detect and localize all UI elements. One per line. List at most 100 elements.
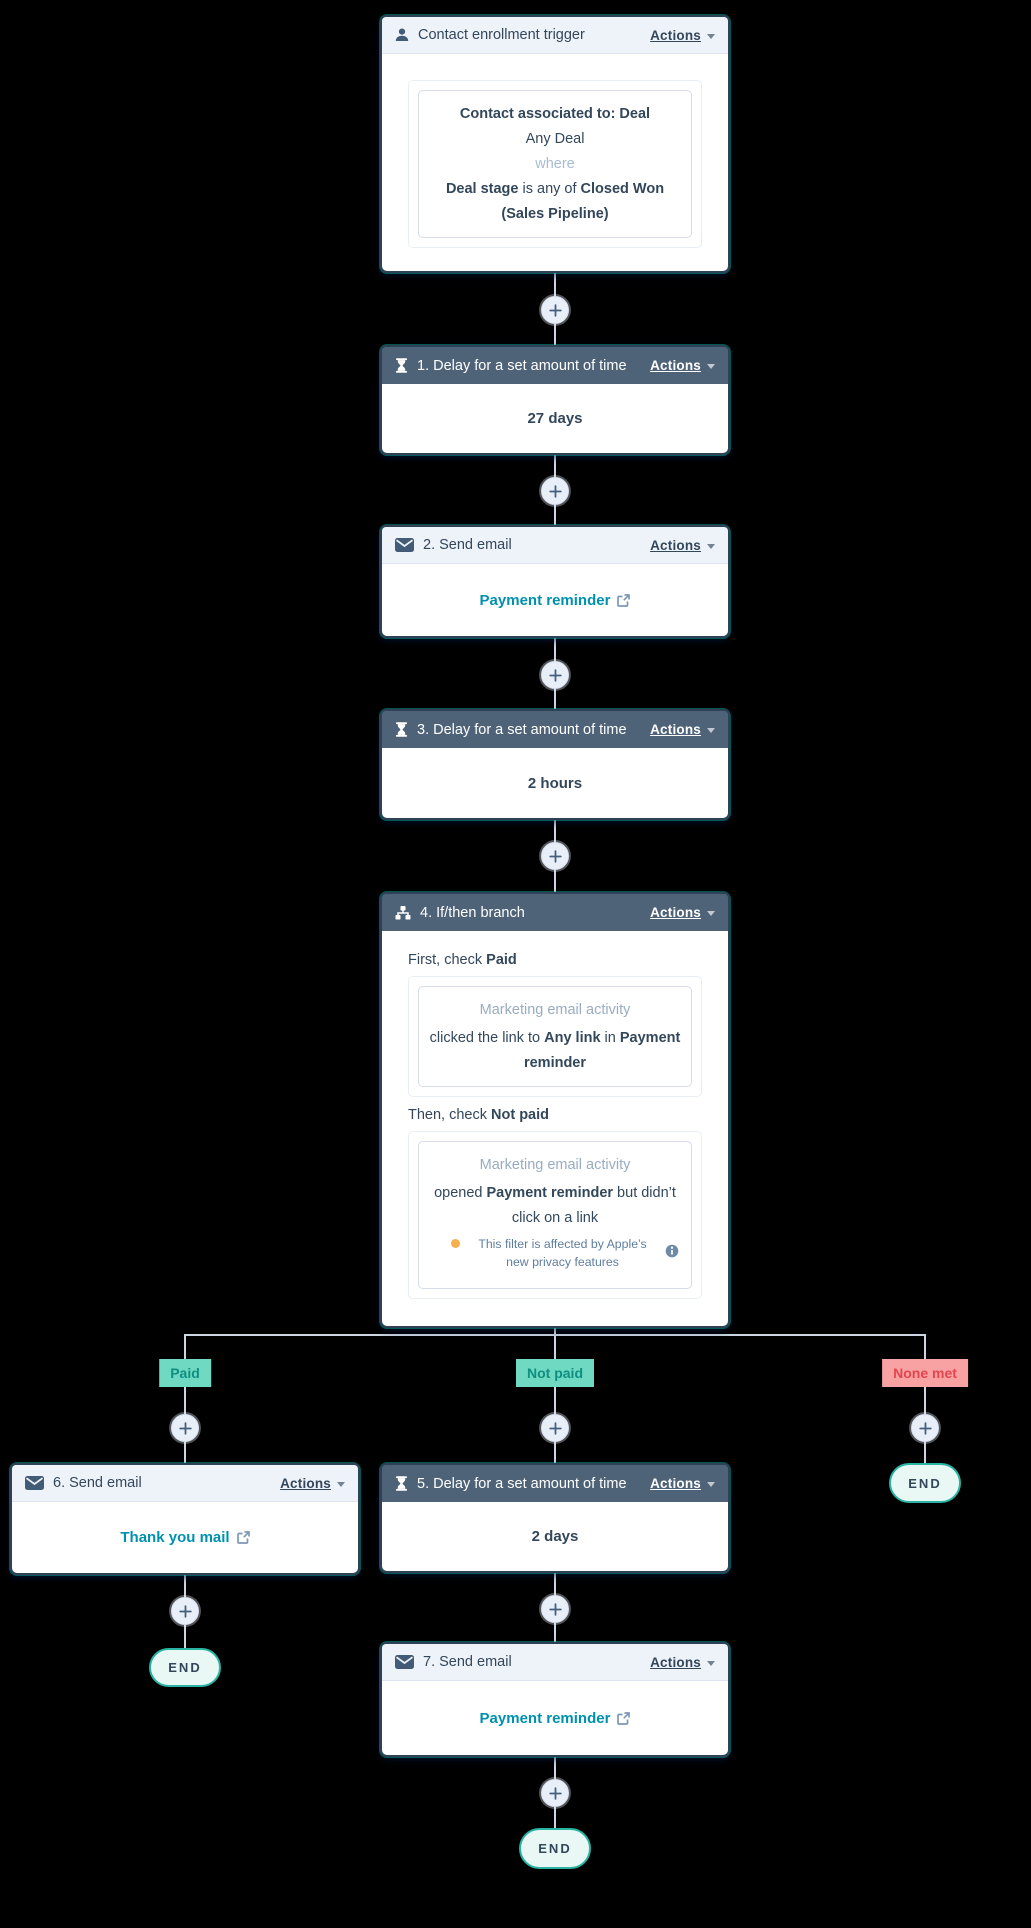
plus-icon	[918, 1421, 932, 1435]
email2-actions-button[interactable]: Actions	[650, 538, 715, 553]
end-node: END	[889, 1463, 961, 1503]
email6-actions-button[interactable]: Actions	[280, 1476, 345, 1491]
branch-label-not-paid: Not paid	[516, 1359, 594, 1387]
condition-source: Marketing email activity	[479, 1002, 631, 1018]
email7-actions-button[interactable]: Actions	[650, 1655, 715, 1670]
email7-card-title: 7. Send email	[423, 1654, 512, 1670]
delay1-card-header: 1. Delay for a set amount of time Action…	[382, 347, 728, 384]
plus-icon	[178, 1421, 192, 1435]
delay3-actions-button[interactable]: Actions	[650, 722, 715, 737]
info-icon[interactable]	[665, 1244, 679, 1258]
chevron-down-icon	[707, 364, 715, 369]
email2-card-header: 2. Send email Actions	[382, 527, 728, 564]
email-icon	[395, 538, 414, 552]
hourglass-icon	[395, 1476, 408, 1491]
branch4-condition1-box: Marketing email activity clicked the lin…	[408, 976, 702, 1097]
plus-icon	[548, 849, 562, 863]
card-send-email-2[interactable]: 2. Send email Actions Payment reminder	[380, 525, 730, 638]
condition-text: opened Payment reminder but didn’t click…	[434, 1185, 676, 1226]
delay1-actions-button[interactable]: Actions	[650, 358, 715, 373]
trigger-actions-button[interactable]: Actions	[650, 28, 715, 43]
card-delay-1[interactable]: 1. Delay for a set amount of time Action…	[380, 345, 730, 455]
trigger-card-header: Contact enrollment trigger Actions	[382, 17, 728, 54]
email7-card-header: 7. Send email Actions	[382, 1644, 728, 1681]
email7-template-link[interactable]: Payment reminder	[480, 1710, 631, 1727]
chevron-down-icon	[707, 1482, 715, 1487]
chevron-down-icon	[707, 33, 715, 39]
add-action-button[interactable]	[541, 477, 569, 505]
branch-label-paid: Paid	[159, 1359, 211, 1387]
plus-icon	[548, 1421, 562, 1435]
external-link-icon	[617, 593, 631, 607]
privacy-note: This filter is affected by Apple’s new p…	[425, 1235, 685, 1271]
delay5-card-header: 5. Delay for a set amount of time Action…	[382, 1465, 728, 1502]
contact-icon	[395, 28, 409, 42]
plus-icon	[548, 1786, 562, 1800]
card-send-email-7[interactable]: 7. Send email Actions Payment reminder	[380, 1642, 730, 1757]
branch4-condition1-inner-box: Marketing email activity clicked the lin…	[418, 986, 692, 1087]
email-icon	[25, 1476, 44, 1490]
external-link-icon	[236, 1531, 250, 1544]
plus-icon	[178, 1604, 192, 1618]
add-action-button[interactable]	[171, 1597, 199, 1625]
card-delay-5[interactable]: 5. Delay for a set amount of time Action…	[380, 1463, 730, 1573]
card-send-email-6[interactable]: 6. Send email Actions Thank you mail	[10, 1463, 360, 1575]
enrollment-criteria-box: Contact associated to: Deal Any Deal whe…	[408, 80, 702, 248]
card-delay-3[interactable]: 3. Delay for a set amount of time Action…	[380, 709, 730, 820]
criteria-line: where	[535, 156, 575, 172]
connector-line	[554, 1334, 556, 1463]
delay5-card-title: 5. Delay for a set amount of time	[417, 1475, 627, 1492]
hourglass-icon	[395, 358, 408, 373]
chevron-down-icon	[707, 1660, 715, 1666]
email6-template-link[interactable]: Thank you mail	[120, 1529, 250, 1546]
chevron-down-icon	[707, 543, 715, 549]
trigger-card-title: Contact enrollment trigger	[418, 27, 585, 43]
chevron-down-icon	[707, 728, 715, 733]
email2-template-link[interactable]: Payment reminder	[480, 592, 631, 609]
condition-source: Marketing email activity	[479, 1157, 631, 1173]
delay1-card-title: 1. Delay for a set amount of time	[417, 357, 627, 374]
add-action-button[interactable]	[911, 1414, 939, 1442]
plus-icon	[548, 303, 562, 317]
connector-line	[924, 1334, 926, 1463]
enrollment-criteria-inner-box: Contact associated to: Deal Any Deal whe…	[418, 90, 692, 238]
branch4-check2-label: Then, check Not paid	[408, 1107, 550, 1123]
chevron-down-icon	[337, 1481, 345, 1487]
end-node: END	[149, 1648, 221, 1687]
hourglass-icon	[395, 722, 408, 737]
card-if-then-branch-4[interactable]: 4. If/then branch Actions First, check P…	[380, 892, 730, 1328]
delay3-value: 2 hours	[527, 774, 583, 792]
branch4-card-title: 4. If/then branch	[420, 904, 525, 921]
criteria-line: Contact associated to: Deal	[459, 106, 651, 122]
add-action-button[interactable]	[541, 661, 569, 689]
delay1-value: 27 days	[527, 410, 583, 427]
branch4-check1-label: First, check Paid	[408, 952, 517, 968]
email-icon	[395, 1655, 414, 1669]
delay3-card-title: 3. Delay for a set amount of time	[417, 721, 627, 738]
add-action-button[interactable]	[541, 1779, 569, 1807]
add-action-button[interactable]	[171, 1414, 199, 1442]
connector-line	[554, 1326, 556, 1336]
plus-icon	[548, 1602, 562, 1616]
add-action-button[interactable]	[541, 1414, 569, 1442]
add-action-button[interactable]	[541, 1595, 569, 1623]
add-action-button[interactable]	[541, 296, 569, 324]
delay5-actions-button[interactable]: Actions	[650, 1476, 715, 1491]
plus-icon	[548, 668, 562, 682]
branch-icon	[395, 905, 411, 920]
chevron-down-icon	[707, 911, 715, 916]
criteria-line: Any Deal	[525, 131, 585, 147]
branch4-card-header: 4. If/then branch Actions	[382, 894, 728, 931]
delay3-card-header: 3. Delay for a set amount of time Action…	[382, 711, 728, 748]
email6-card-title: 6. Send email	[53, 1475, 142, 1491]
email6-card-header: 6. Send email Actions	[12, 1465, 358, 1502]
connector-line	[184, 1334, 186, 1463]
end-node: END	[519, 1828, 591, 1869]
criteria-line: Deal stage is any of Closed Won (Sales P…	[445, 181, 665, 222]
card-contact-enrollment-trigger[interactable]: Contact enrollment trigger Actions Conta…	[380, 15, 730, 273]
branch4-actions-button[interactable]: Actions	[650, 905, 715, 920]
add-action-button[interactable]	[541, 842, 569, 870]
delay5-value: 2 days	[531, 1528, 579, 1545]
branch4-condition2-box: Marketing email activity opened Payment …	[408, 1131, 702, 1299]
